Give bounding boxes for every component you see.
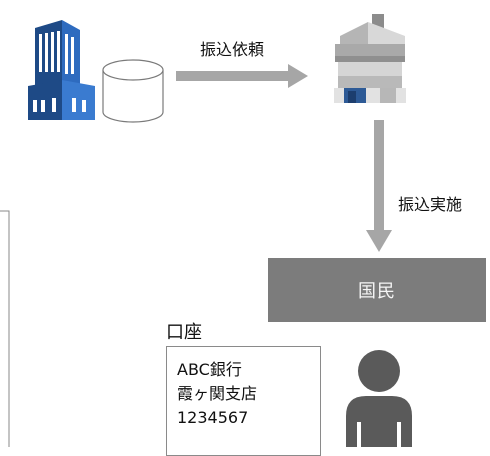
account-bank: ABC銀行 xyxy=(177,360,242,379)
execution-arrow xyxy=(366,120,392,252)
execution-label: 振込実施 xyxy=(398,195,463,214)
account-title: 口座 xyxy=(166,322,202,343)
citizen-box: 国民 xyxy=(268,258,486,322)
account-branch: 霞ヶ関支店 xyxy=(177,384,258,403)
account-card: ABC銀行 霞ヶ関支店 1234567 xyxy=(166,346,321,456)
person-icon xyxy=(346,350,412,447)
request-label: 振込依頼 xyxy=(200,40,265,59)
left-partial-box xyxy=(0,210,10,447)
database-icon xyxy=(102,59,164,123)
citizen-box-label: 国民 xyxy=(358,281,396,302)
account-number: 1234567 xyxy=(177,408,249,427)
agency-building-icon xyxy=(28,20,95,120)
bank-building-icon xyxy=(334,14,406,103)
request-arrow xyxy=(176,64,308,88)
